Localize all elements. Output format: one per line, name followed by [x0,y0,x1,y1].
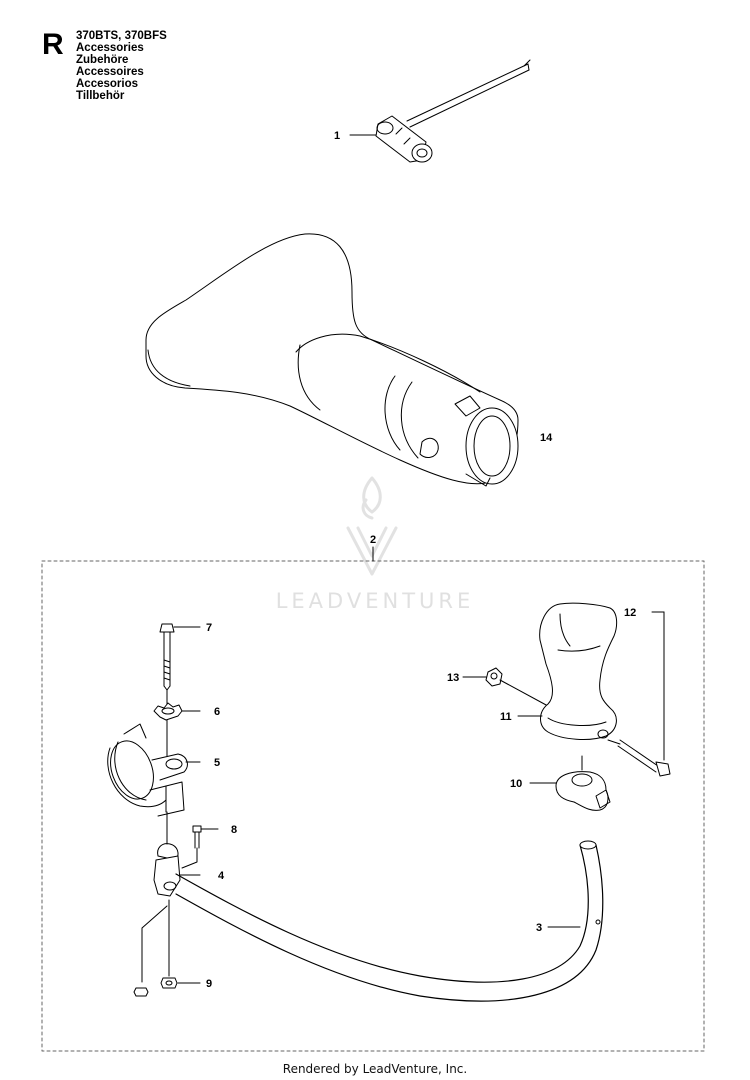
part-4-lower-clamp [153,843,201,897]
part-9-nut [133,899,201,997]
callout-1: 1 [334,130,340,142]
callout-12: 12 [624,607,636,619]
part-14-harness-pad [145,233,519,487]
callout-11: 11 [500,711,512,723]
title-es: Accesorios [76,78,139,90]
callout-3: 3 [536,922,542,934]
watermark-text: LEADVENTURE [276,589,475,613]
part-5-handle-clamp [107,723,201,817]
callout-13: 13 [447,672,459,684]
callout-6: 6 [214,706,220,718]
part-8-screw [181,825,219,869]
callout-8: 8 [231,824,237,836]
part-3-handle-tube [175,840,604,1002]
part-13-nut [462,667,549,707]
section-letter: R [42,28,64,61]
callout-14: 14 [540,432,553,444]
model-numbers: 370BTS, 370BFS [76,30,167,42]
part-12-screw [607,611,671,777]
part-1-combination-wrench [349,59,531,163]
callout-4: 4 [218,870,225,882]
title-de: Zubehöre [76,54,129,66]
part-11-grip [517,602,618,740]
title-en: Accessories [76,42,144,54]
callout-5: 5 [214,757,220,769]
part-6-lock-washer [153,702,201,721]
watermark-logo-icon [346,476,398,576]
callout-2: 2 [370,534,376,546]
callout-9: 9 [206,978,212,990]
title-sv: Tillbehör [76,90,125,102]
footer-credit: Rendered by LeadVenture, Inc. [282,1062,468,1076]
part-7-bolt [159,623,201,691]
diagram-heading: 370BTS, 370BFS Accessories Zubehöre Acce… [76,30,167,102]
part-10-holder [529,755,611,811]
callout-labels: 1 2 3 4 5 6 7 8 9 10 11 12 13 14 [206,130,636,990]
callout-7: 7 [206,622,212,634]
callout-10: 10 [510,778,522,790]
title-fr: Accessoires [76,66,144,78]
